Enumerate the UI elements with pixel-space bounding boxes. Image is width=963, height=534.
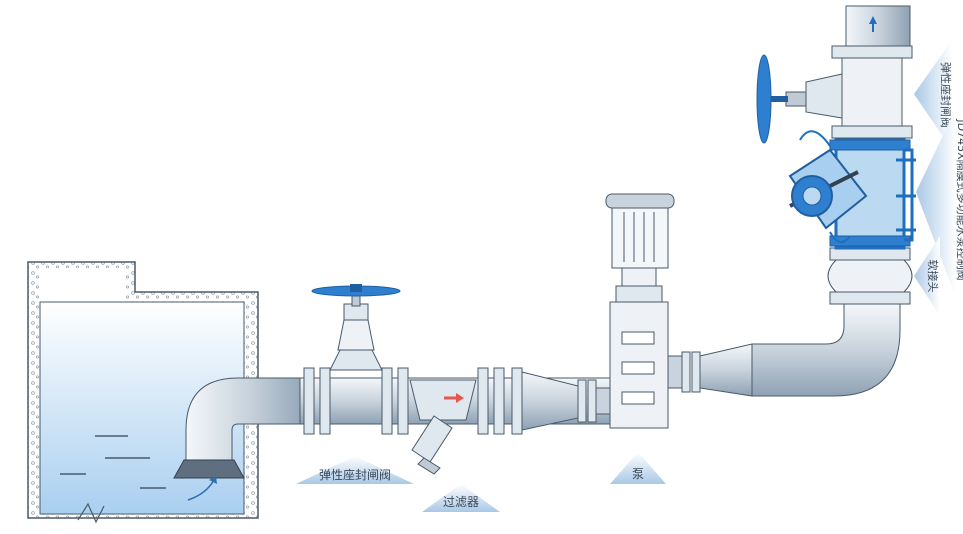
flexible-joint: [828, 248, 912, 304]
label-flexible-joint: 软接头: [914, 236, 940, 316]
strainer: [410, 380, 476, 474]
handwheel-icon: [757, 55, 771, 143]
svg-text:JD745X隔膜式多功能水泵控制阀: JD745X隔膜式多功能水泵控制阀: [955, 118, 963, 280]
outlet-pipe-top: [846, 6, 910, 46]
pump-control-valve: [790, 131, 916, 248]
label-pump: 泵: [610, 452, 666, 484]
pump-outlet-pipe: [668, 304, 900, 396]
svg-text:过滤器: 过滤器: [443, 495, 479, 509]
gate-valve-top: [757, 46, 912, 143]
label-strainer: 过滤器: [422, 484, 500, 512]
gate-valve-bottom: [312, 284, 400, 370]
svg-text:泵: 泵: [632, 467, 644, 481]
suction-bell-icon: [174, 460, 244, 478]
svg-text:弹性座封闸阀: 弹性座封闸阀: [319, 467, 391, 482]
svg-text:弹性座封闸阀: 弹性座封闸阀: [939, 62, 953, 128]
svg-text:软接头: 软接头: [926, 260, 940, 293]
label-gate-valve-bottom: 弹性座封闸阀: [296, 456, 414, 484]
pump: [606, 194, 674, 428]
